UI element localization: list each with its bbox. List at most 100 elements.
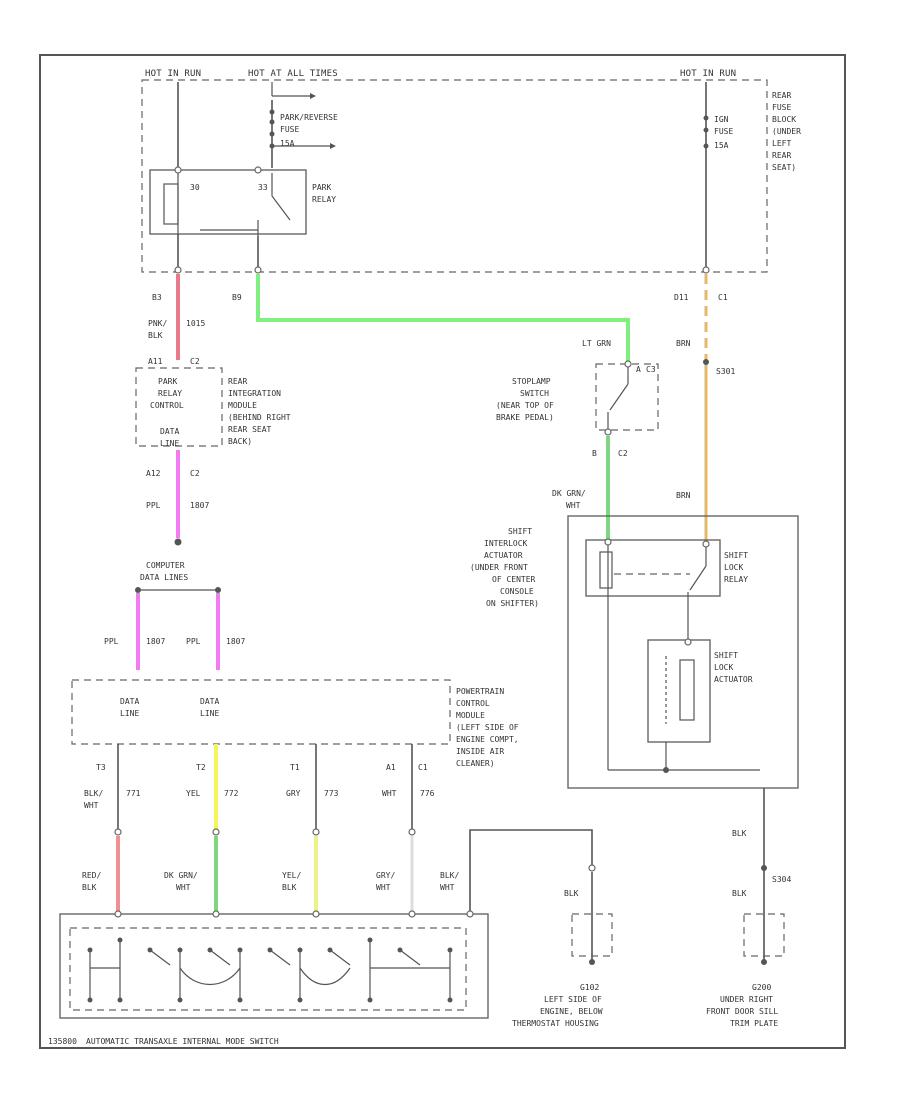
park-relay: 30 33 PARK RELAY [149, 166, 336, 236]
label-hot-all-times: HOT AT ALL TIMES [248, 69, 338, 79]
wire-gry-wht-label2: WHT [376, 883, 391, 892]
pin-b9: B9 [232, 293, 242, 302]
wire-ppl-left-label1: PPL [104, 637, 119, 646]
park-relay-control-3: CONTROL [150, 401, 184, 410]
rear-fuse-block-3: BLOCK [772, 115, 796, 124]
wire-dkgrn2-label1: DK GRN/ [164, 871, 198, 880]
g102-label-1: G102 [580, 983, 599, 992]
pin-b3: B3 [152, 293, 162, 302]
computer-data-lines-2: DATA LINES [140, 573, 188, 582]
shift-lock-relay-3: RELAY [724, 575, 748, 584]
rear-fuse-block-5: LEFT [772, 139, 791, 148]
wire-yel-label2: 772 [224, 789, 239, 798]
pin-t1: T1 [290, 763, 300, 772]
shift-lock-relay-2: LOCK [724, 563, 743, 572]
g102-label-2: LEFT SIDE OF [544, 995, 602, 1004]
wire-wht-label2: 776 [420, 789, 435, 798]
ground-g200: G200 UNDER RIGHT FRONT DOOR SILL TRIM PL… [706, 912, 785, 1028]
g200-label-4: TRIM PLATE [730, 1019, 778, 1028]
ground-g102: BLK G102 LEFT SIDE OF ENGINE, BELOW THER… [512, 872, 613, 1028]
shift-interlock-label-4: (UNDER FRONT [470, 563, 528, 572]
pcm-label-2: CONTROL [456, 699, 490, 708]
g102-label-4: THERMOSTAT HOUSING [512, 1019, 599, 1028]
pin-d11: D11 [674, 293, 689, 302]
pcm-data-line-b1: DATA [200, 697, 219, 706]
shift-lock-actuator-3: ACTUATOR [714, 675, 753, 684]
wire-dkgrn2-label2: WHT [176, 883, 191, 892]
wire-blk-wht-label3: 771 [126, 789, 141, 798]
pin-30-label: 30 [190, 183, 200, 192]
park-reverse-fuse-line1: PARK/REVERSE [280, 113, 338, 122]
diagram-frame [39, 54, 846, 1049]
ignition-fuse-line1: IGN [714, 115, 729, 124]
pin-c1: C1 [718, 293, 728, 302]
rim-label-1: REAR [228, 377, 247, 386]
pcm-label-3: MODULE [456, 711, 485, 720]
wire-blk-wht-label2: WHT [84, 801, 99, 810]
pcm-data-line-a1: DATA [120, 697, 139, 706]
pcm-label-1: POWERTRAIN [456, 687, 504, 696]
shift-lock-actuator-2: LOCK [714, 663, 733, 672]
shift-interlock-label-2: INTERLOCK [484, 539, 528, 548]
pin-c2-c: C2 [618, 449, 628, 458]
splice-s301: S301 [716, 367, 735, 376]
park-relay-control-2: RELAY [158, 389, 182, 398]
pin-a: A [636, 365, 641, 374]
wire-blk-wht-gnd-label2: WHT [440, 883, 455, 892]
g102-label-3: ENGINE, BELOW [540, 1007, 603, 1016]
wire-red-blk-label2: BLK [82, 883, 97, 892]
wire-gry-label2: 773 [324, 789, 339, 798]
park-relay-control-1: PARK [158, 377, 177, 386]
wire-red-blk-label1: RED/ [82, 871, 101, 880]
footer-id: 135800 [48, 1037, 77, 1046]
rim-label-6: BACK) [228, 437, 252, 446]
wire-dk-grn-wht-label1: DK GRN/ [552, 489, 586, 498]
rim-label-4: (BEHIND RIGHT [228, 413, 291, 422]
wire-yel-blk-label2: BLK [282, 883, 297, 892]
splice-s304: S304 [772, 875, 791, 884]
wire-gry-wht-label1: GRY/ [376, 871, 395, 880]
stoplamp-label-4: BRAKE PEDAL) [496, 413, 554, 422]
pcm-data-line-b2: LINE [200, 709, 219, 718]
rim-label-5: REAR SEAT [228, 425, 272, 434]
pin-t3: T3 [96, 763, 106, 772]
wire-ppl-left-label2: 1807 [146, 637, 165, 646]
wire-blk-wht-label1: BLK/ [84, 789, 103, 798]
rear-fuse-block-2: FUSE [772, 103, 791, 112]
shift-interlock-label-3: ACTUATOR [484, 551, 523, 560]
ignition-fuse: IGN FUSE 15A [702, 82, 733, 274]
shift-lock-relay-1: SHIFT [724, 551, 748, 560]
stoplamp-label-2: SWITCH [520, 389, 549, 398]
wire-dk-grn-wht-label2: WHT [566, 501, 581, 510]
wire-ppl-right-label1: PPL [186, 637, 201, 646]
wire-lt-grn-label: LT GRN [582, 339, 611, 348]
pin-b: B [592, 449, 597, 458]
hot-bus-box [141, 79, 768, 273]
pcm-label-4: (LEFT SIDE OF [456, 723, 519, 732]
pin-t2: T2 [196, 763, 206, 772]
pin-c3: C3 [646, 365, 656, 374]
rear-fuse-block-6: REAR [772, 151, 791, 160]
powertrain-control-module [71, 679, 451, 745]
rear-fuse-block-4: (UNDER [772, 127, 801, 136]
wire-blk-wht-gnd-label1: BLK/ [440, 871, 459, 880]
trans-switch-label: AUTOMATIC TRANSAXLE INTERNAL MODE SWITCH [86, 1037, 279, 1046]
shift-interlock-label-5: OF CENTER [492, 575, 536, 584]
wire-ppl-top-label2: 1807 [190, 501, 209, 510]
wire-brn-bottom-label: BRN [676, 491, 691, 500]
park-relay-label-1: PARK [312, 183, 331, 192]
wire-brn-top-label: BRN [676, 339, 691, 348]
wire-blk-g102: BLK [564, 889, 579, 898]
ignition-fuse-line3: 15A [714, 141, 729, 150]
stoplamp-switch: A C3 STOPLAMP SWITCH (NEAR TOP OF BRAKE … [496, 360, 659, 458]
wire-pnk-blk-label3: 1015 [186, 319, 205, 328]
label-hot-run-right: HOT IN RUN [680, 69, 736, 79]
wire-yel-label1: YEL [186, 789, 201, 798]
pcm-data-line-a2: LINE [120, 709, 139, 718]
stoplamp-label-3: (NEAR TOP OF [496, 401, 554, 410]
pin-c2-b: C2 [190, 469, 200, 478]
g200-label-3: FRONT DOOR SILL [706, 1007, 778, 1016]
rim-data-line-2: LINE [160, 439, 179, 448]
wire-yel-blk-label1: YEL/ [282, 871, 301, 880]
label-hot-run-left: HOT IN RUN [145, 69, 201, 79]
